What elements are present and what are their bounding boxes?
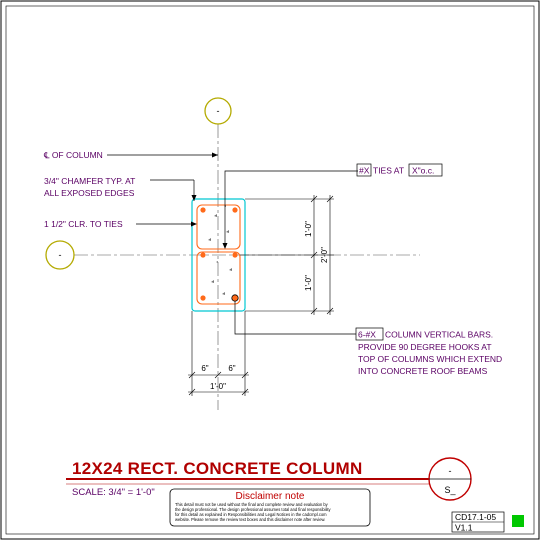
disclaimer-line4: website. Please remove the review text b…	[175, 517, 325, 522]
sheet-number-block: CD17.1-05 V1.1	[451, 511, 524, 533]
dim-half-width-right: 6"	[228, 364, 235, 373]
tie-upper	[196, 204, 241, 250]
status-indicator	[512, 515, 524, 527]
dimension-horizontal	[188, 311, 249, 396]
disclaimer-line1: This detail must not be used without the…	[175, 502, 329, 507]
rebar-dot	[232, 252, 238, 258]
dimension-vertical	[240, 195, 334, 315]
drawing-title: 12X24 RECT. CONCRETE COLUMN	[72, 459, 363, 478]
rebar-dot	[200, 207, 206, 213]
leader-bars	[234, 301, 356, 335]
section-bubble: - S_	[428, 457, 472, 501]
rebar-dot	[200, 295, 206, 301]
leader-arrow	[212, 152, 218, 158]
note-ties-label: TIES AT	[373, 166, 404, 176]
leader-ties	[224, 170, 358, 246]
disclaimer-box: Disclaimer note This detail must not be …	[169, 488, 371, 527]
section-bubble-top: -	[449, 466, 452, 476]
note-chamfer-line1: 3/4" CHAMFER TYP. AT	[44, 176, 135, 186]
leader-arrow	[222, 243, 228, 249]
rebar-dot-leader	[231, 294, 239, 302]
rebar-dot	[200, 252, 206, 258]
grid-bubble-left: -	[45, 240, 75, 270]
note-chamfer-line2: ALL EXPOSED EDGES	[44, 188, 135, 198]
leader-arrow	[191, 195, 197, 201]
disclaimer-title: Disclaimer note	[236, 491, 305, 502]
note-ties-spacing: X"o.c.	[412, 166, 434, 176]
dim-height-total: 2'-0"	[320, 247, 329, 263]
grid-bubble-top: -	[204, 97, 232, 125]
leader-arrow	[191, 221, 197, 227]
sheet-number: CD17.1-05	[455, 512, 496, 522]
grid-bubble-top-label: -	[217, 106, 220, 116]
note-bars-line2: PROVIDE 90 DEGREE HOOKS AT	[358, 342, 492, 352]
dim-lower-half: 1'-0"	[304, 275, 313, 291]
grid-bubble-left-label: -	[59, 250, 62, 260]
note-bars-line1: COLUMN VERTICAL BARS.	[385, 330, 493, 340]
note-bars-line3: TOP OF COLUMNS WHICH EXTEND	[358, 354, 502, 364]
ties-spacing-box	[408, 163, 443, 177]
scale-note: SCALE: 3/4" = 1'-0"	[72, 487, 155, 498]
section-bubble-bottom: S_	[444, 485, 456, 495]
inner-border	[5, 5, 535, 535]
ties-size-box	[356, 163, 372, 177]
note-centerline: ℄ OF COLUMN	[43, 150, 103, 160]
concrete-hatch	[208, 205, 232, 295]
disclaimer-line2: the design professional. The design prof…	[175, 507, 332, 512]
tie-lower	[196, 251, 241, 305]
dim-upper-half: 1'-0"	[304, 221, 313, 237]
note-ties-size: #X	[359, 166, 370, 176]
dim-half-width-left: 6"	[201, 364, 208, 373]
dim-width-total: 1'-0"	[210, 382, 226, 391]
rebar-dot	[232, 207, 238, 213]
sheet-version: V1.1	[455, 523, 473, 533]
note-bars-line4: INTO CONCRETE ROOF BEAMS	[358, 366, 488, 376]
vertical-bars	[200, 207, 239, 302]
disclaimer-line3: for this detail as explained in Responsi…	[175, 512, 327, 517]
note-clearance: 1 1/2" CLR. TO TIES	[44, 219, 123, 229]
note-bars-size: 6-#X	[358, 330, 376, 340]
bars-size-box	[355, 327, 384, 341]
